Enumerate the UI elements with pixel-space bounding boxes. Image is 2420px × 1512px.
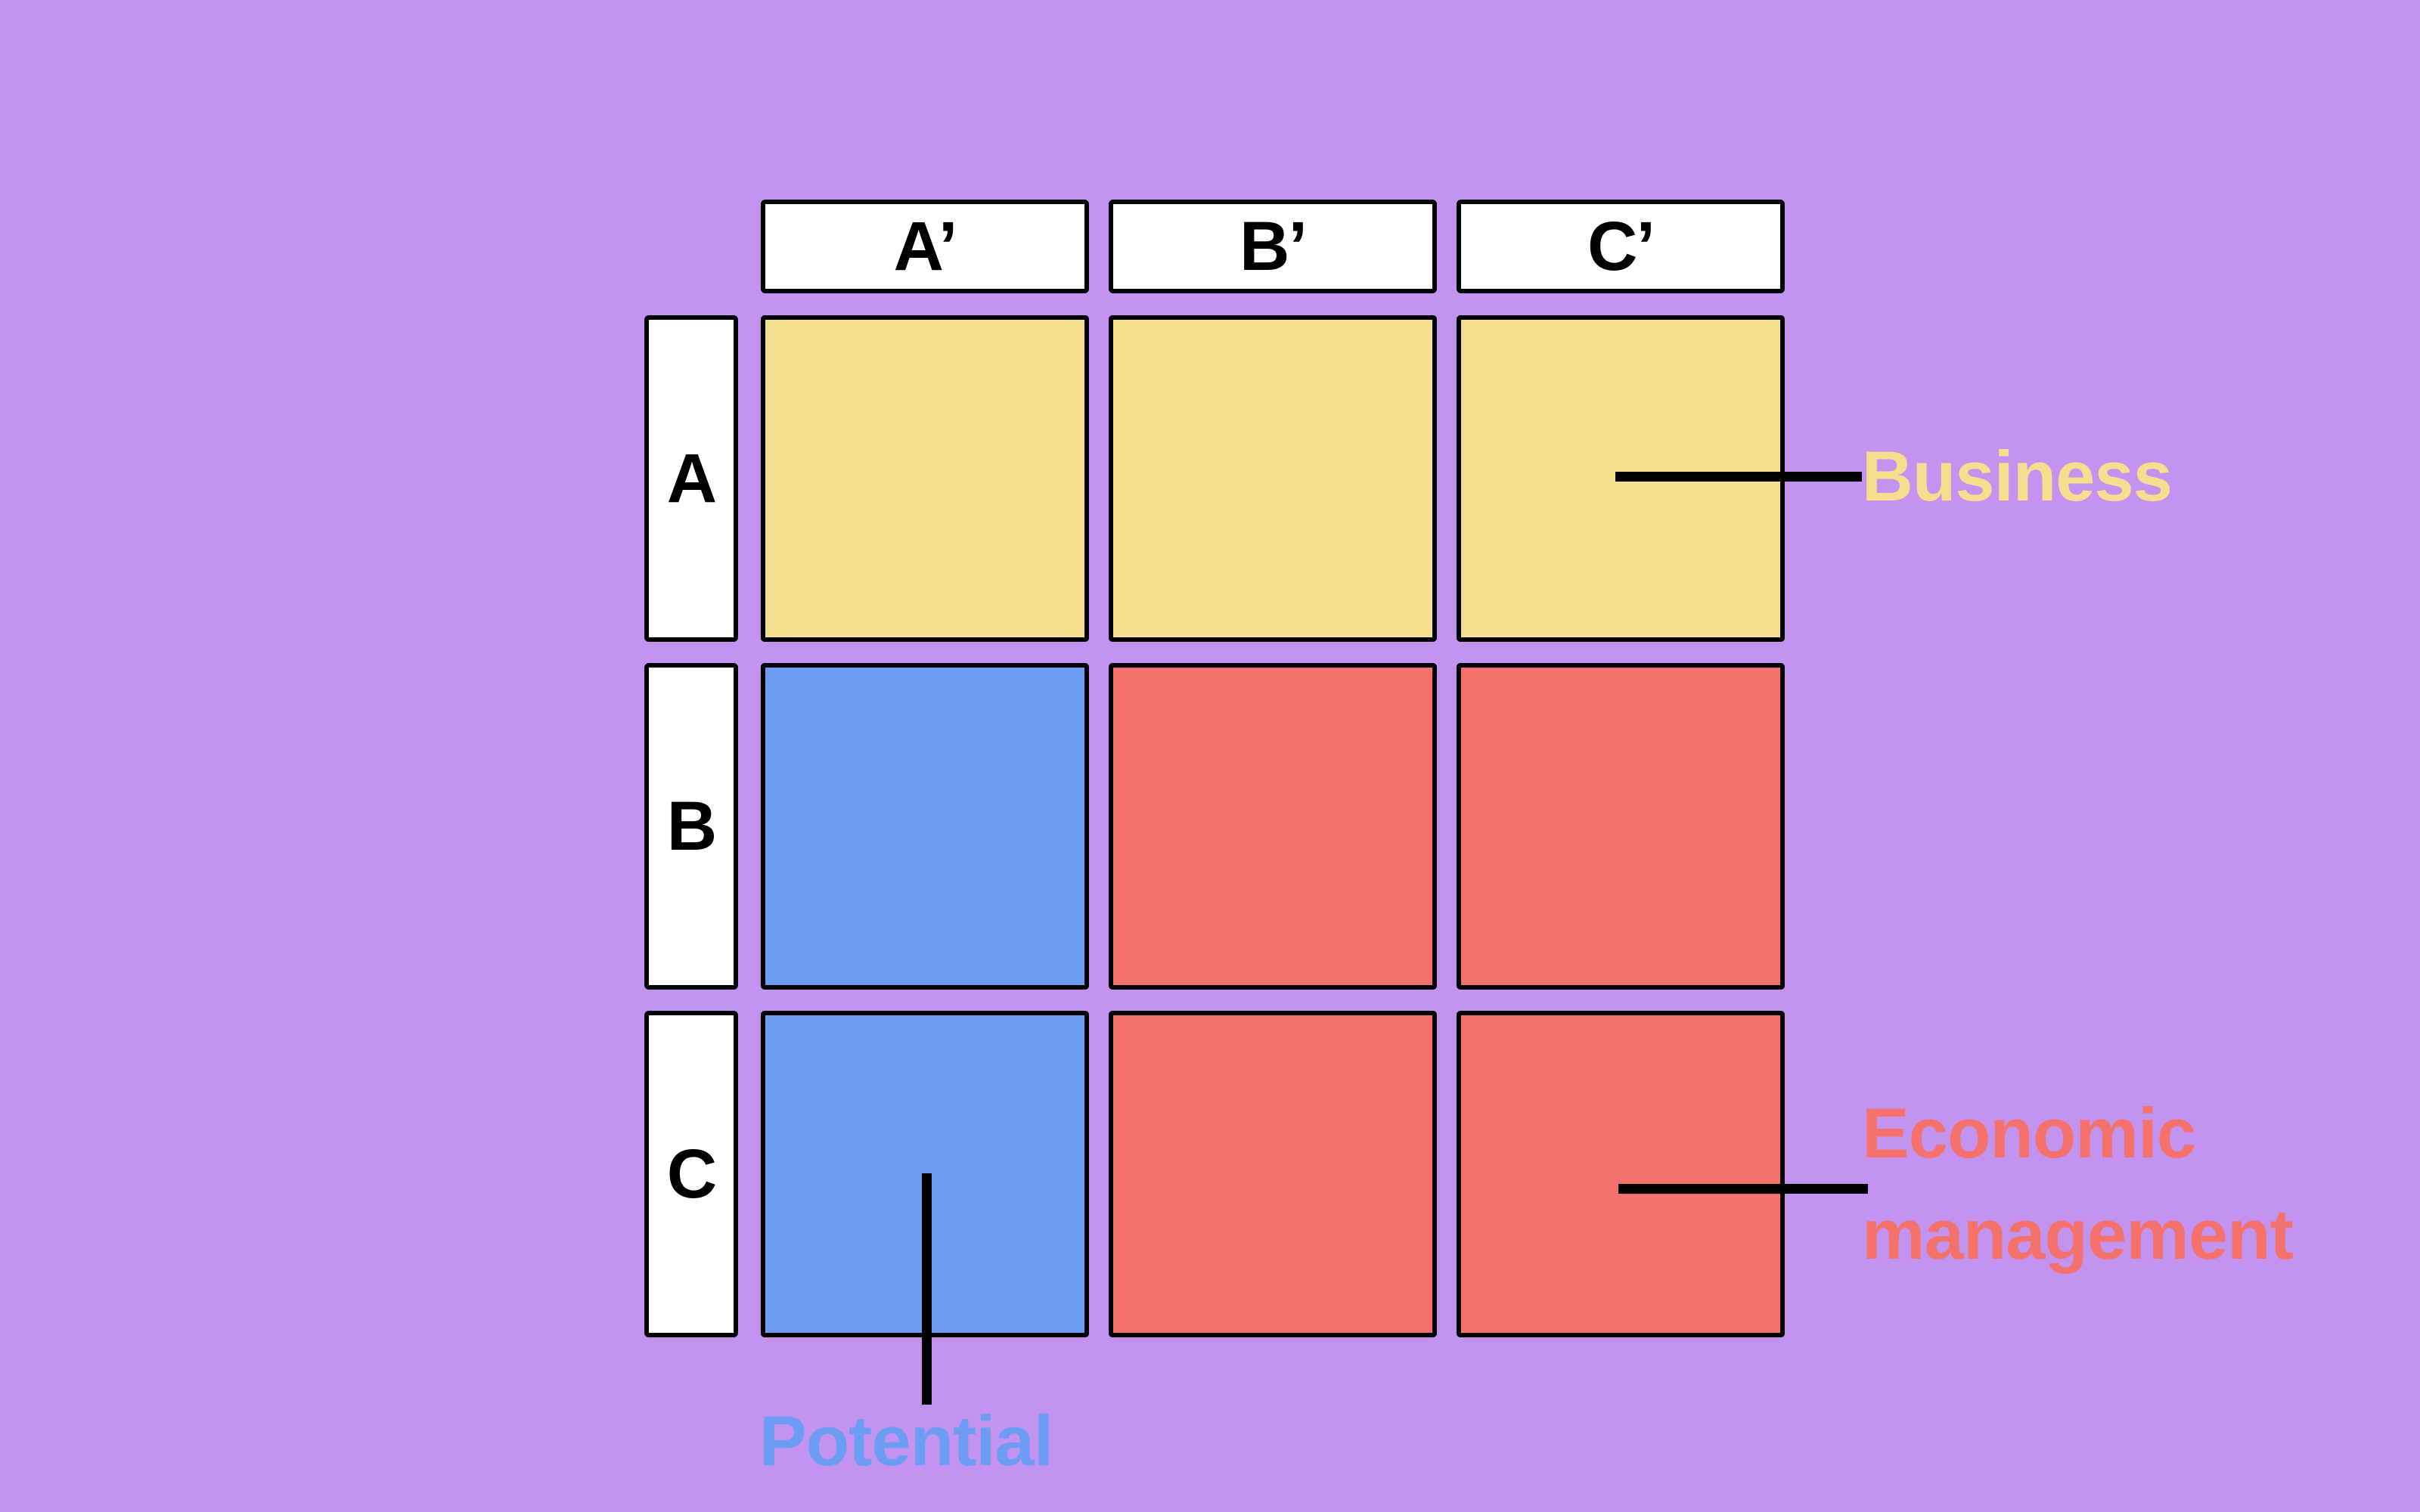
row-header-a: A xyxy=(644,315,738,642)
potential-connector-line xyxy=(922,1173,932,1405)
column-header-a-prime: A’ xyxy=(761,200,1089,293)
cell-b-aprime xyxy=(761,663,1089,990)
cell-b-cprime xyxy=(1457,663,1785,990)
cell-b-bprime xyxy=(1109,663,1437,990)
economic-connector-line xyxy=(1618,1184,1868,1194)
column-header-c-prime: C’ xyxy=(1457,200,1785,293)
business-connector-line xyxy=(1615,472,1862,482)
row-header-b: B xyxy=(644,663,738,990)
potential-label: Potential xyxy=(759,1401,1053,1480)
row-header-c: C xyxy=(644,1011,738,1337)
column-header-b-prime: B’ xyxy=(1109,200,1437,293)
cell-c-bprime xyxy=(1109,1011,1437,1337)
business-label: Business xyxy=(1862,436,2173,516)
cell-a-aprime xyxy=(761,315,1089,642)
cell-a-bprime xyxy=(1109,315,1437,642)
economic-management-label: Economic management xyxy=(1862,1093,2294,1274)
cell-c-cprime xyxy=(1457,1011,1785,1337)
